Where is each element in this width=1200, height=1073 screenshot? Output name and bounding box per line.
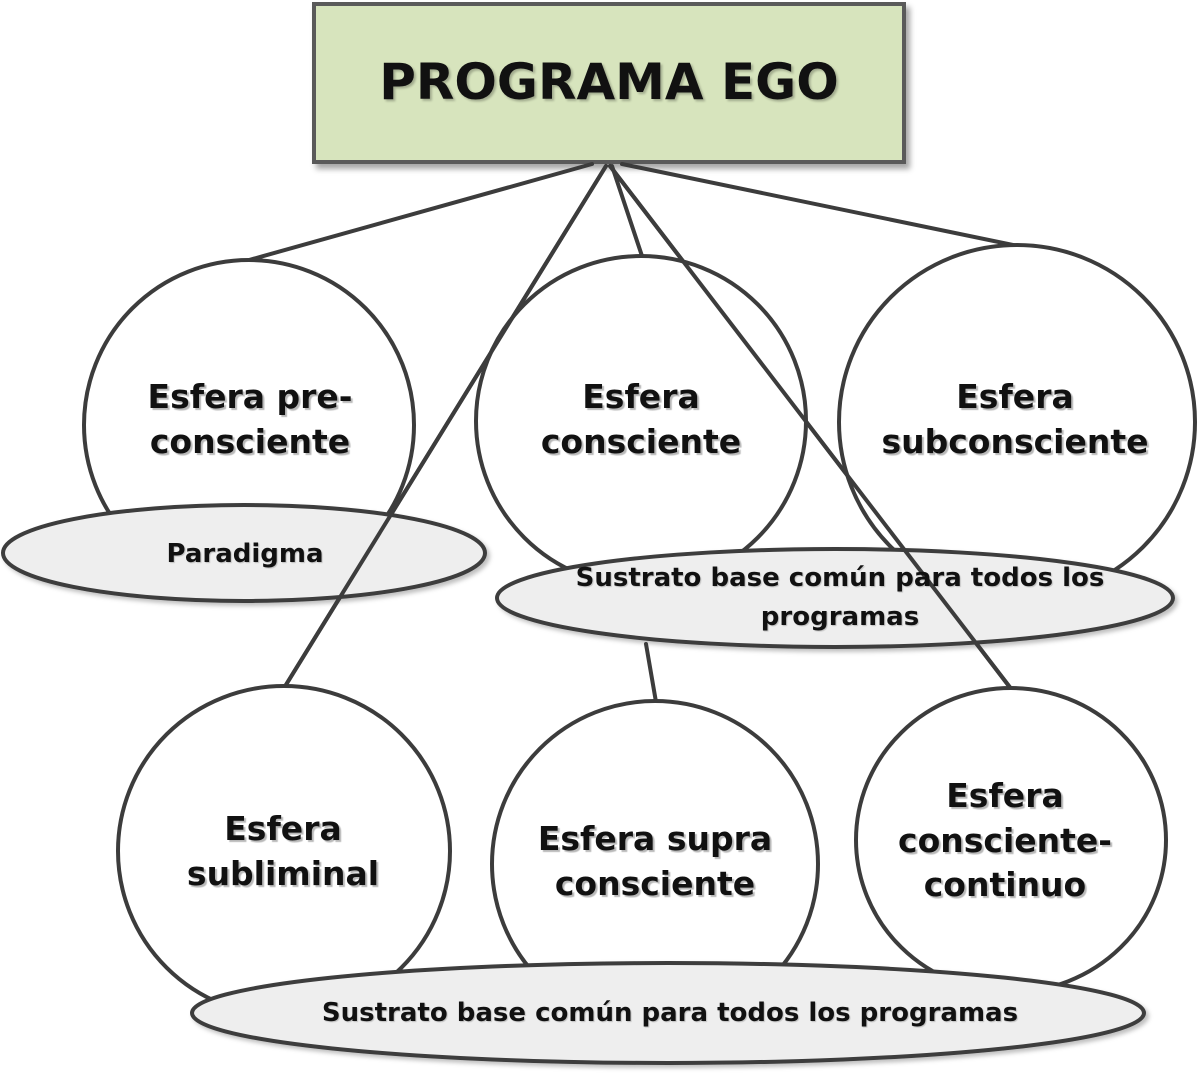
sphere-label-subliminal: Esfera subliminal: [186, 809, 380, 893]
oval-label-sustrato-bottom: Sustrato base común para todos los progr…: [321, 997, 1019, 1028]
connector-pre-consciente: [240, 162, 594, 264]
oval-paradigma: [1, 503, 487, 603]
sphere-label-consciente: Esfera consciente: [540, 377, 742, 461]
oval-label-paradigma: Paradigma: [166, 538, 324, 569]
title-box: [312, 2, 906, 164]
sphere-label-supra-consciente: Esfera supra consciente: [537, 819, 773, 903]
connector-subconsciente: [620, 162, 1020, 248]
oval-sustrato-mid: [495, 547, 1175, 649]
oval-label-sustrato-mid: Sustrato base común para todos los progr…: [575, 563, 1105, 632]
connector-subliminal-over: [282, 164, 608, 690]
connector-consciente: [610, 164, 644, 258]
oval-sustrato-bottom: [190, 961, 1146, 1065]
page-title: PROGRAMA EGO: [379, 53, 839, 112]
sphere-label-consciente-continuo: Esfera consciente-continuo: [898, 776, 1112, 905]
connector-consciente-continuo-over: [608, 164, 1014, 692]
sphere-label-subconsciente: Esfera subconsciente: [881, 377, 1149, 461]
sphere-label-pre-consciente: Esfera pre-consciente: [147, 377, 353, 461]
connector-supra-consciente: [644, 642, 658, 704]
